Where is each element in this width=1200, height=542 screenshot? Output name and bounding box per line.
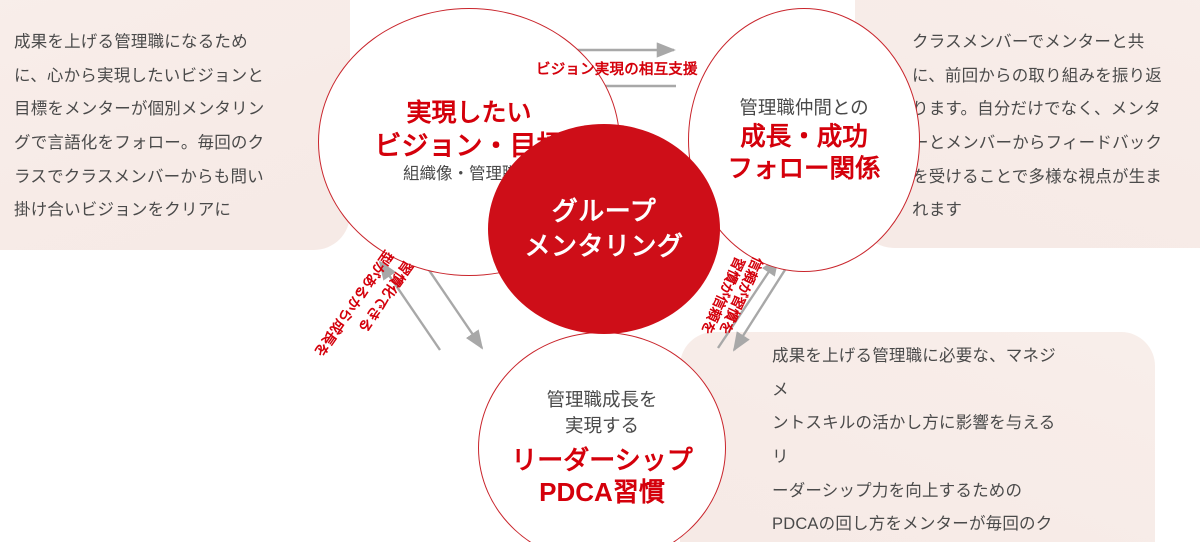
center-label-line1: グループ (551, 196, 657, 227)
circle-vision-main-line1: 実現したい (406, 98, 532, 127)
circle-center-group-mentoring[interactable]: グループ メンタリング (488, 124, 720, 334)
arrow-label-top: ビジョン実現の相互支援 (536, 62, 698, 78)
circle-growth-main-line1: 成長・成功 (740, 123, 868, 151)
circle-pdca-sub-line1: 管理職成長を (546, 388, 658, 410)
circle-pdca[interactable]: 管理職成長を 実現する リーダーシップ PDCA習慣 (478, 332, 726, 542)
circle-pdca-main-line1: リーダーシップ (511, 444, 693, 475)
circle-pdca-sub-line2: 実現する (564, 415, 639, 437)
center-label-line2: メンタリング (524, 231, 684, 261)
circle-growth-sub: 管理職仲間との (739, 96, 869, 118)
note-top-right: クラスメンバーでメンターと共 に、前回からの取り組みを振り返 ります。自分だけで… (912, 33, 1163, 220)
panel-top-left (0, 0, 350, 250)
note-bottom-right: 成果を上げる管理職に必要な、マネジメ ントスキルの活かし方に影響を与えるリ ーダ… (772, 347, 1056, 534)
note-top-left: 成果を上げる管理職になるため に、心から実現したいビジョンと 目標をメンターが個… (14, 33, 265, 220)
panel-bottom-right (680, 332, 1155, 542)
circle-growth[interactable]: 管理職仲間との 成長・成功 フォロー関係 (688, 8, 920, 272)
circle-pdca-main-line2: PDCA習慣 (539, 477, 665, 508)
circle-growth-main-line2: フォロー関係 (727, 155, 881, 184)
